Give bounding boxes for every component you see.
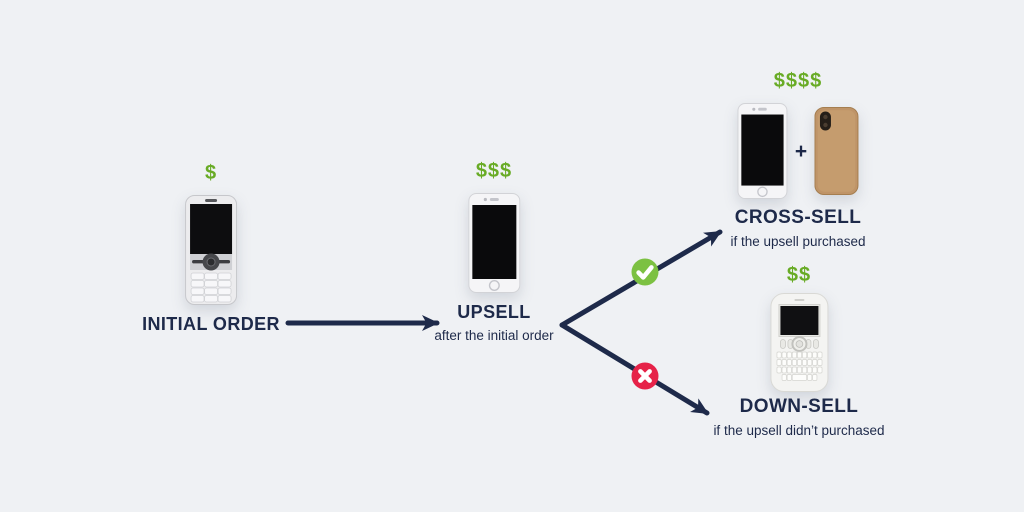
node-upsell: $$$ UPSELL after the initial order [434, 158, 553, 344]
node-subtitle: after the initial order [434, 328, 554, 343]
node-subtitle: if the upsell didn’t purchased [713, 423, 885, 438]
price-tag: $$ [786, 264, 812, 286]
price-tag: $$$ [475, 160, 513, 182]
node-cross-sell: $$$$ + CROSS-SELL if the upsell purchase… [730, 68, 865, 250]
node-subtitle: if the upsell purchased [730, 234, 866, 249]
node-label: UPSELL [457, 302, 531, 322]
check-icon [631, 258, 659, 286]
feature-phone-image [185, 195, 237, 305]
qwerty-phone-image [770, 293, 828, 392]
node-label: DOWN-SELL [739, 396, 859, 417]
plus-icon: + [794, 139, 808, 163]
cross-icon [631, 362, 659, 390]
price-tag: $$$$ [773, 70, 823, 92]
node-down-sell: $$ DOWN-SELL if the upsell didn’t purcha… [713, 262, 884, 439]
phone-case-image [814, 107, 859, 195]
smartphone-image [468, 193, 520, 293]
node-initial-order: $ INITIAL ORDER [142, 160, 280, 335]
node-label: CROSS-SELL [734, 207, 862, 228]
cross-sell-images: + [737, 103, 859, 199]
price-tag: $ [204, 162, 218, 184]
node-label: INITIAL ORDER [142, 314, 280, 334]
smartphone-image [737, 103, 788, 199]
